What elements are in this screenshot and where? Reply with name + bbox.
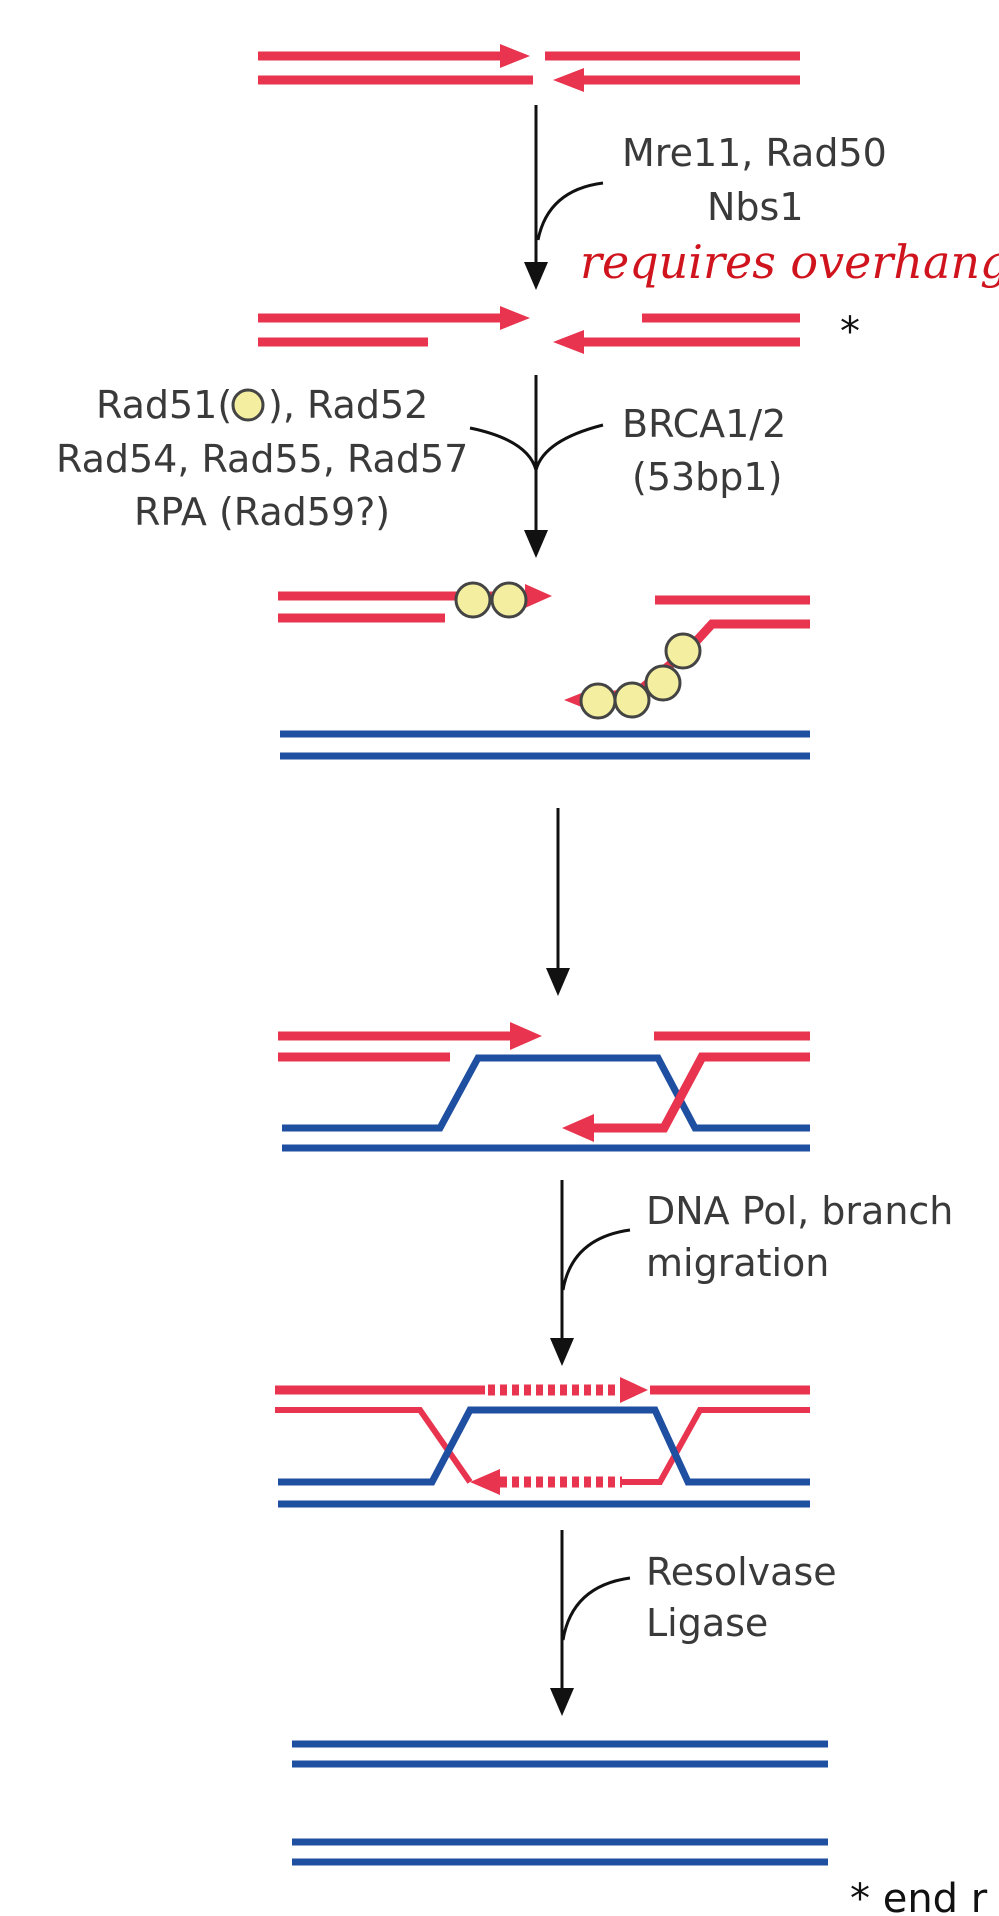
rad51-bead <box>664 632 702 670</box>
stage2-arrowhead-right <box>500 306 530 330</box>
arrow-4 <box>550 1180 631 1366</box>
stage5-arrowhead-right <box>620 1377 648 1403</box>
arrow-1-branch <box>536 181 604 241</box>
rad51-bead <box>579 682 617 720</box>
brca12-label: BRCA1/2 <box>622 402 786 446</box>
stage4-arrowhead-left <box>562 1114 594 1142</box>
rad51-label-prefix: Rad51( <box>96 383 232 427</box>
step2-left-proteins-label: Rad51( ), Rad52 Rad54, Rad55, Rad57 RPA … <box>56 383 468 534</box>
resolvase-label: Resolvase <box>646 1550 837 1594</box>
stage5-left-crossover-red <box>275 1407 473 1484</box>
rad51-bead <box>644 664 682 702</box>
rad51-bead <box>490 581 528 619</box>
stage2-arrowhead-left <box>553 330 584 354</box>
handwritten-requires-overhang-note: requires overhang <box>580 235 999 289</box>
rpa-rad59-label: RPA (Rad59?) <box>134 490 390 534</box>
stage3-arrowhead-right <box>525 584 552 608</box>
rad54-rad55-rad57-label: Rad54, Rad55, Rad57 <box>56 437 468 481</box>
enzymes-mre11-rad50-label: Mre11, Rad50 <box>622 131 887 175</box>
asterisk-marker: * <box>840 309 860 355</box>
arrow-1 <box>524 105 604 290</box>
footnote-end-resection: * end r <box>850 1876 988 1916</box>
arrow-5 <box>550 1530 631 1716</box>
arrow-2-left-branch <box>469 426 538 471</box>
53bp1-label: (53bp1) <box>632 455 782 499</box>
stage4-invading-strand <box>590 1052 810 1133</box>
arrow-2-head <box>524 530 548 558</box>
migration-label: migration <box>646 1241 829 1285</box>
arrow-5-head <box>550 1688 574 1716</box>
stage4-strand-invasion <box>278 1022 810 1152</box>
stage4-arrowhead-right <box>510 1022 542 1050</box>
stage1-broken-duplex <box>258 44 800 92</box>
enzymes-nbs1-label: Nbs1 <box>707 185 804 229</box>
arrow-3-head <box>546 968 570 996</box>
arrow-3 <box>546 808 570 996</box>
stage5-right-crossover-red <box>620 1407 810 1485</box>
stage5-arrowhead-left <box>470 1469 500 1495</box>
stage5-blue-crossover-strand <box>278 1406 810 1486</box>
dna-pol-branch-label: DNA Pol, branch <box>646 1189 953 1233</box>
arrow-5-branch <box>561 1576 631 1641</box>
stage5-double-holliday-junction <box>275 1377 810 1508</box>
stage6-repaired-duplexes <box>292 1740 828 1866</box>
stage1-arrowhead-left <box>553 68 584 92</box>
arrow-1-head <box>524 262 548 290</box>
stage1-arrowhead-right <box>500 44 530 68</box>
arrow-4-head <box>550 1338 574 1366</box>
arrow-2-right-branch <box>534 423 604 471</box>
rad51-bead <box>454 581 492 619</box>
stage4-displaced-blue-strand <box>282 1054 810 1132</box>
stage3-rad51-filaments <box>278 581 810 760</box>
rad51-label-suffix: ), Rad52 <box>268 383 428 427</box>
rad51-bead <box>613 681 651 719</box>
stage2-resected-ends <box>258 306 800 354</box>
arrow-4-branch <box>561 1228 631 1291</box>
ligase-label: Ligase <box>646 1601 768 1645</box>
rad51-legend-bead <box>231 388 265 422</box>
arrow-2 <box>469 375 604 558</box>
